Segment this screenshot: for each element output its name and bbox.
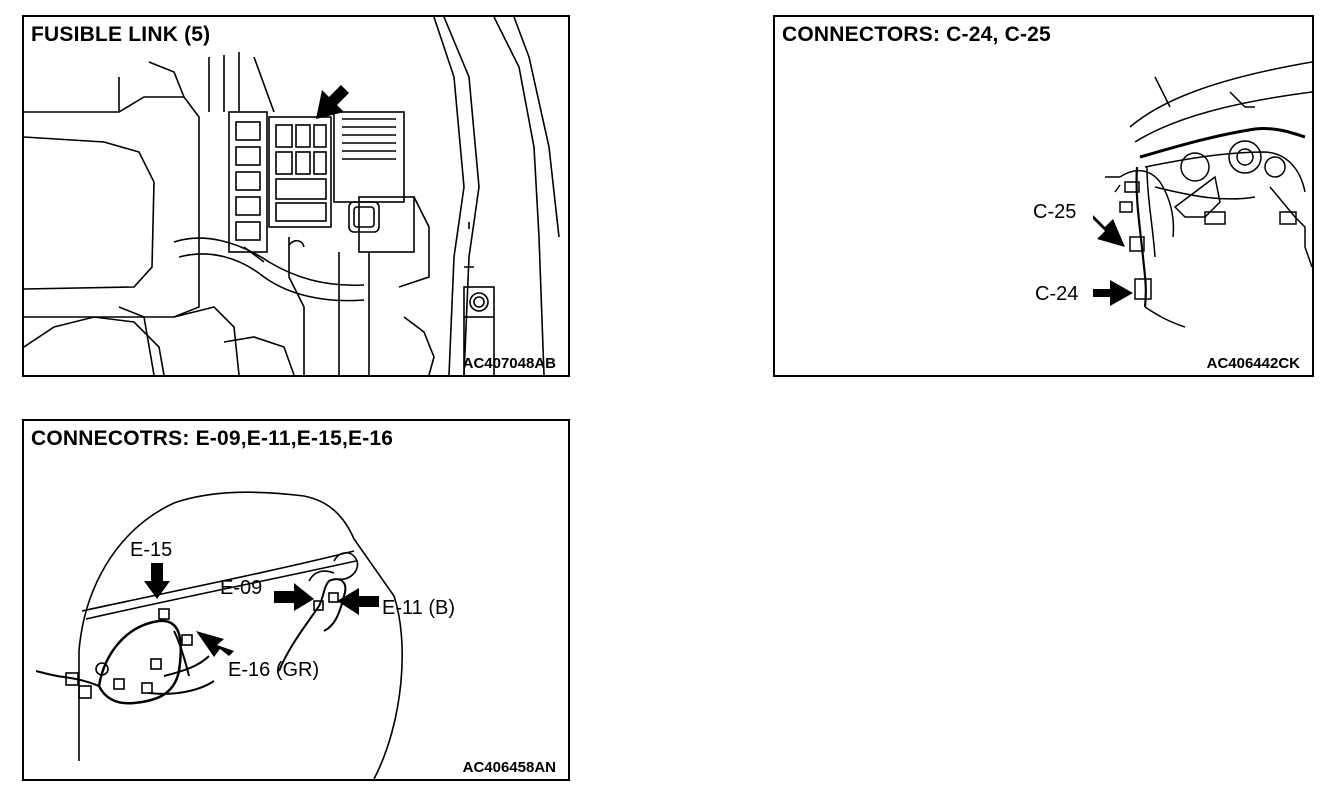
connectors-c24-c25-panel: CONNECTORS: C-24, C-25 C-25 C-24 AC40644…	[773, 15, 1314, 377]
pointer-arrows	[144, 563, 379, 657]
connectors-e09-e16-panel: CONNECOTRS: E-09,E-11,E-15,E-16 E-15 E-0…	[22, 419, 570, 781]
arrow-e09-icon	[274, 583, 314, 611]
label-e11: E-11 (B)	[382, 597, 455, 619]
arrow-e11-icon	[337, 588, 379, 615]
panel-title: CONNECOTRS: E-09,E-11,E-15,E-16	[31, 427, 394, 450]
fusible-link-panel: FUSIBLE LINK (5) AC407048AB	[22, 15, 570, 377]
panel-title: CONNECTORS: C-24, C-25	[782, 23, 1051, 46]
label-e09: E-09	[220, 577, 263, 599]
figure-code: AC407048AB	[462, 355, 556, 372]
pointer-arrow-icon	[316, 85, 349, 119]
door-harness-illustration	[35, 491, 403, 779]
dashboard-harness-illustration	[1105, 61, 1312, 328]
pointer-arrows	[1093, 215, 1133, 306]
engine-bay-illustration	[24, 17, 560, 375]
arrow-e15-icon	[144, 563, 170, 599]
arrow-e16-icon	[196, 631, 234, 657]
panel-title: FUSIBLE LINK (5)	[31, 23, 211, 46]
arrow-c25-icon	[1093, 215, 1125, 247]
figure-code: AC406442CK	[1206, 355, 1300, 372]
arrow-c24-icon	[1093, 280, 1133, 306]
label-c25: C-25	[1033, 201, 1077, 223]
figure-code: AC406458AN	[462, 759, 556, 776]
label-e16: E-16 (GR)	[228, 659, 320, 681]
label-e15: E-15	[130, 539, 173, 561]
label-c24: C-24	[1035, 283, 1079, 305]
